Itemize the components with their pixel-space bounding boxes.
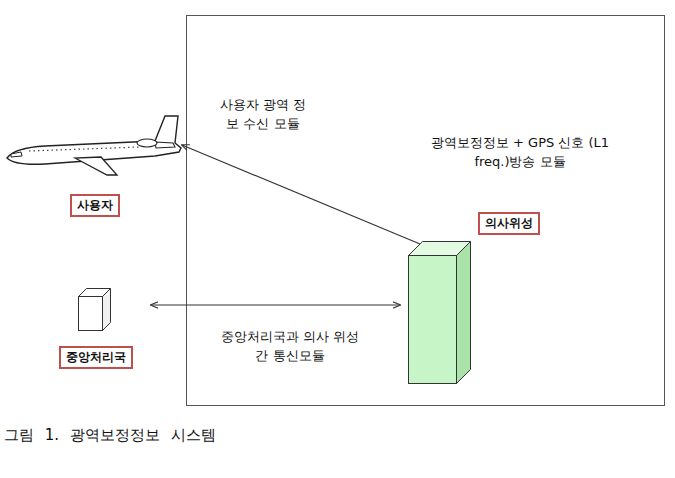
airplane-wing [75,157,117,175]
name-tag: 의사위성 [478,212,540,235]
user-node: 사용자 [5,112,183,182]
figure-caption: 그림 1. 광역보정정보 시스템 [4,426,216,445]
node-illustration [406,208,478,388]
connector-line [182,145,420,244]
airplane-cockpit [11,152,22,157]
name-tag: 중앙처리국 [59,346,133,369]
connector-label: 사용자 광역 정보 수신 모듈 [218,96,308,134]
node-illustration [55,280,137,342]
airplane-engine [137,139,157,147]
airplane-windows [29,147,140,151]
connector-label: 중앙처리국과 의사 위성 간 통신모듈 [220,328,360,366]
station-cube-side [103,289,111,331]
module-label: 광역보정정보 + GPS 신호 (L1 freq.)방송 모듈 [420,134,620,172]
airplane-tailplane [155,142,175,148]
node-illustration [5,112,183,182]
pseudolite-node: 의사위성 [406,208,546,388]
pseudolite-box-front [409,256,457,384]
central-station-node: 중앙처리국 [55,280,137,342]
station-cube-front [79,297,103,331]
pseudolite-box-side [457,242,471,384]
boundary-box [187,16,665,406]
name-tag: 사용자 [70,194,120,217]
connector-line [151,304,400,305]
